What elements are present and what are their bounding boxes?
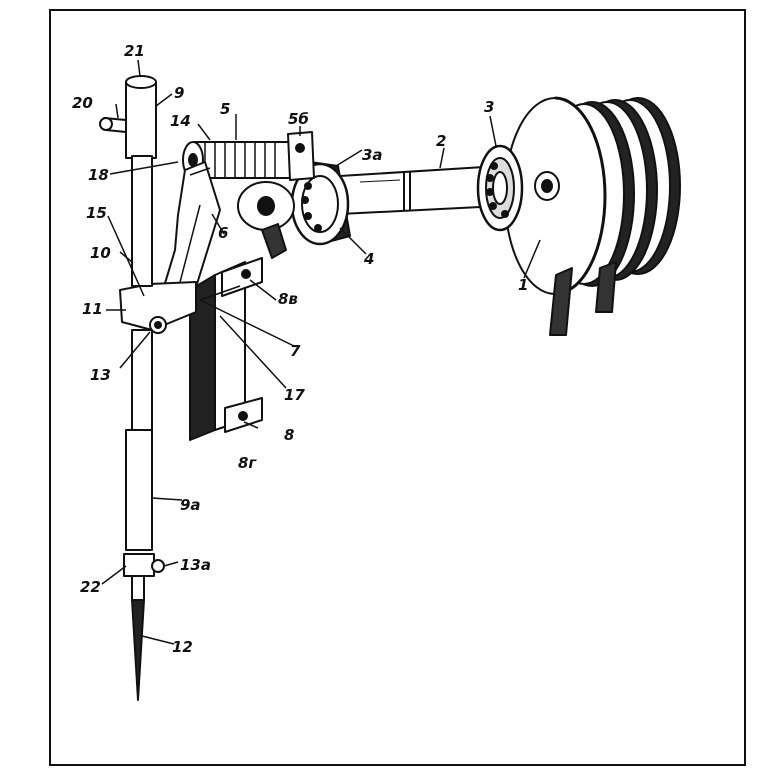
label-21: 21 — [124, 42, 145, 60]
label-5: 5 — [220, 100, 230, 118]
label-11: 11 — [82, 300, 103, 318]
label-13: 13 — [90, 366, 111, 384]
label-2: 2 — [436, 132, 446, 150]
label-18: 18 — [88, 166, 109, 184]
main-shaft — [339, 165, 501, 215]
label-6: 6 — [218, 224, 228, 242]
pulley-assembly — [504, 96, 681, 336]
label-8v: 8в — [278, 290, 298, 308]
label-15: 15 — [86, 204, 107, 222]
label-14: 14 — [170, 112, 191, 130]
leader-lines — [101, 59, 541, 645]
label-22: 22 — [80, 578, 101, 596]
label-5b: 5б — [288, 110, 309, 128]
label-8: 8 — [284, 426, 294, 444]
figure-border — [49, 9, 746, 766]
label-1: 1 — [518, 276, 528, 294]
crank-disc — [237, 181, 295, 259]
label-3a: 3а — [362, 146, 383, 164]
label-7: 7 — [290, 342, 301, 360]
label-9: 9 — [174, 84, 184, 102]
label-8g: 8г — [238, 454, 257, 472]
label-13a: 13а — [180, 556, 211, 574]
bearing-3 — [476, 144, 524, 232]
guide-bracket — [189, 257, 263, 441]
label-17: 17 — [284, 386, 305, 404]
label-12: 12 — [172, 638, 193, 656]
crank-bearing-3a — [290, 161, 351, 246]
needle-clamp — [123, 553, 165, 701]
needle-bar-slider — [119, 281, 197, 334]
label-4: 4 — [363, 250, 374, 268]
needle-bar — [99, 75, 157, 551]
label-10: 10 — [90, 244, 111, 262]
label-9a: 9а — [180, 496, 201, 514]
label-20: 20 — [72, 94, 93, 112]
label-3: 3 — [484, 98, 494, 116]
